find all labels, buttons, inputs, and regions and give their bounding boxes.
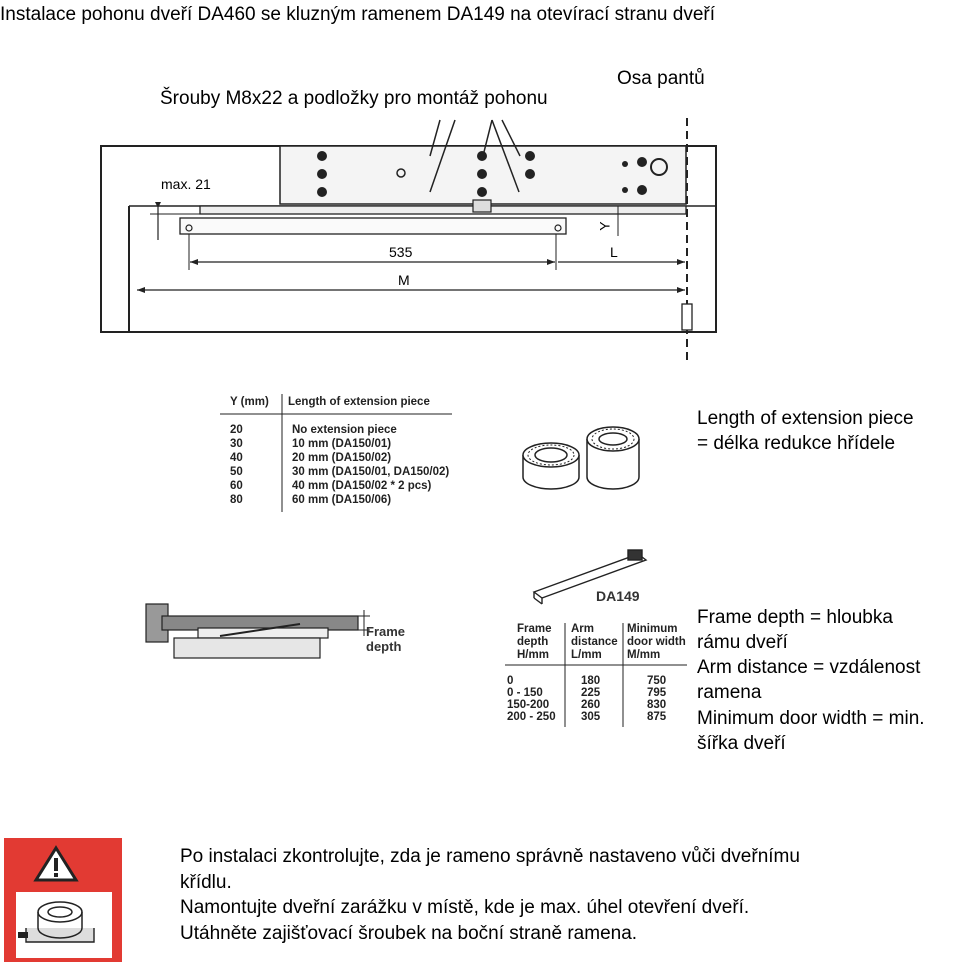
warning-line: Po instalaci zkontrolujte, zda je rameno…	[180, 846, 800, 867]
da149-label: DA149	[596, 588, 640, 604]
arm-row-m: 875	[647, 711, 667, 723]
legend-line: Minimum door width = min.	[697, 708, 925, 729]
arm-row-m: 750	[647, 675, 667, 687]
frame-depth-label: Frame	[366, 624, 406, 639]
arm-table: Frame depth H/mm Arm distance L/mm Minim…	[505, 623, 695, 733]
arm-header: door width	[627, 636, 686, 648]
arm-row-l: 305	[581, 711, 601, 723]
warning-line: křídlu.	[180, 871, 232, 893]
da149-arm-image	[532, 549, 648, 605]
arm-header: H/mm	[517, 649, 549, 661]
frame-depth-diagram	[145, 603, 370, 659]
legend-line: ramena	[697, 682, 762, 703]
arm-header: Minimum	[627, 623, 678, 635]
arm-header: Arm	[571, 623, 595, 635]
extension-row-length: 20 mm (DA150/02)	[292, 452, 392, 464]
extension-row-y: 20	[230, 424, 243, 436]
hinge-axis-label: Osa pantů	[617, 68, 705, 89]
dimension-m-label: M	[398, 272, 410, 288]
arm-row-h: 0	[507, 675, 514, 687]
arm-row-l: 225	[581, 687, 601, 699]
arm-row-m: 830	[647, 699, 667, 711]
extension-row-length: 30 mm (DA150/01, DA150/02)	[292, 466, 450, 478]
warning-text: Po instalaci zkontrolujte, zda je rameno…	[180, 844, 800, 946]
arm-header: M/mm	[627, 649, 661, 661]
arm-header: distance	[571, 636, 618, 648]
dimension-y-label: Y	[596, 221, 613, 231]
warning-box	[4, 838, 122, 962]
arm-row-h: 200 - 250	[507, 711, 556, 723]
extension-table: Y (mm) Length of extension piece 20 No e…	[220, 394, 500, 514]
legend-line: šířka dveří	[697, 733, 786, 754]
screws-label: Šrouby M8x22 a podložky pro montáž pohon…	[160, 88, 548, 109]
arm-header: Frame	[517, 623, 552, 635]
dimension-l-label: L	[610, 244, 618, 260]
legend-line: Frame depth = hloubka	[697, 607, 893, 628]
extension-row-y: 80	[230, 494, 243, 506]
max-dimension-label: max. 21	[161, 176, 211, 192]
frame-depth-label: depth	[366, 639, 402, 654]
warning-line: Namontujte dveřní zarážku v místě, kde j…	[180, 897, 750, 918]
extension-row-length: 60 mm (DA150/06)	[292, 494, 392, 506]
arm-row-h: 0 - 150	[507, 687, 543, 699]
extension-header-length: Length of extension piece	[288, 396, 430, 408]
extension-header-y: Y (mm)	[230, 396, 269, 408]
arm-header: L/mm	[571, 649, 602, 661]
warning-line: Utáhněte zajišťovací šroubek na boční st…	[180, 922, 638, 944]
extension-note-line: = délka redukce hřídele	[697, 433, 896, 454]
arm-row-h: 150-200	[507, 699, 550, 711]
legend-line: rámu dveří	[697, 632, 788, 653]
arm-row-l: 260	[581, 699, 601, 711]
extension-row-length: 40 mm (DA150/02 * 2 pcs)	[292, 480, 432, 492]
installation-diagram	[100, 118, 717, 360]
dimension-535-label: 535	[389, 244, 413, 260]
warning-icon	[16, 845, 112, 958]
arm-header: depth	[517, 636, 549, 648]
arm-row-l: 180	[581, 675, 601, 687]
extension-row-y: 40	[230, 452, 243, 464]
page-title: Instalace pohonu dveří DA460 se kluzným …	[0, 4, 715, 25]
legend-line: Arm distance = vzdálenost	[697, 657, 921, 678]
extension-row-length: 10 mm (DA150/01)	[292, 438, 392, 450]
arm-row-m: 795	[647, 687, 667, 699]
extension-row-y: 60	[230, 480, 243, 492]
extension-row-length: No extension piece	[292, 424, 397, 436]
extension-note-line: Length of extension piece	[697, 408, 914, 429]
extension-pieces-image	[522, 426, 640, 490]
extension-row-y: 30	[230, 438, 243, 450]
extension-row-y: 50	[230, 466, 243, 478]
